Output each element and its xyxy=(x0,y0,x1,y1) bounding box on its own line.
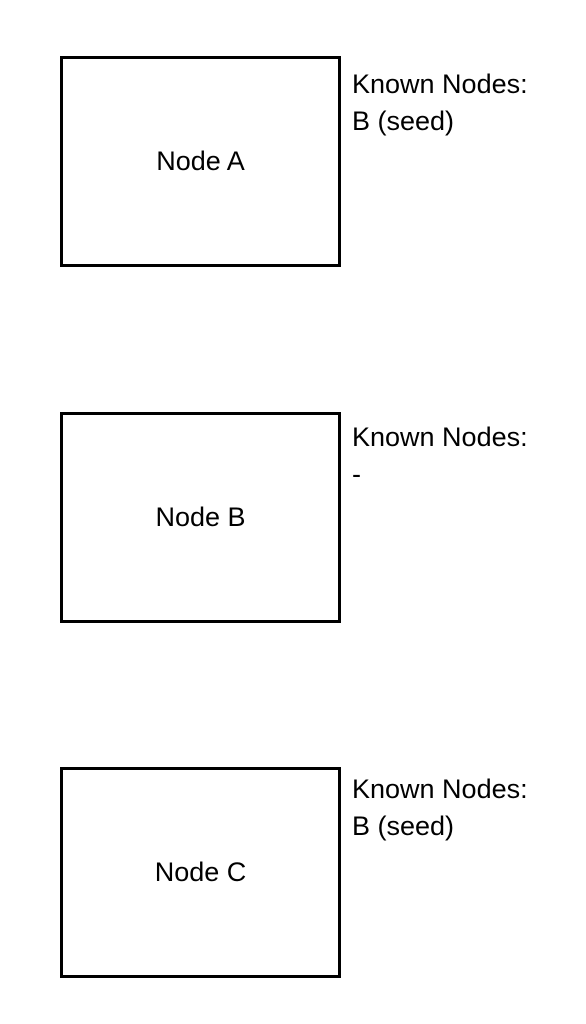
node-a-known-title: Known Nodes: xyxy=(352,69,528,99)
node-c-label: Node C xyxy=(154,857,247,887)
node-c-known-title: Known Nodes: xyxy=(352,774,528,804)
node-b-known-title: Known Nodes: xyxy=(352,422,528,452)
node-b-box: Node B xyxy=(60,412,341,623)
node-a-known-value: B (seed) xyxy=(352,106,455,136)
node-c-box: Node C xyxy=(60,767,341,978)
node-a-known-nodes: Known Nodes: B (seed) xyxy=(352,66,528,140)
node-b-known-nodes: Known Nodes: - xyxy=(352,419,528,493)
node-b-label: Node B xyxy=(155,502,246,532)
node-c-known-nodes: Known Nodes: B (seed) xyxy=(352,771,528,845)
node-c-known-value: B (seed) xyxy=(352,811,455,841)
node-a-label: Node A xyxy=(156,146,245,176)
node-b-known-value: - xyxy=(352,459,361,489)
node-a-box: Node A xyxy=(60,56,341,267)
